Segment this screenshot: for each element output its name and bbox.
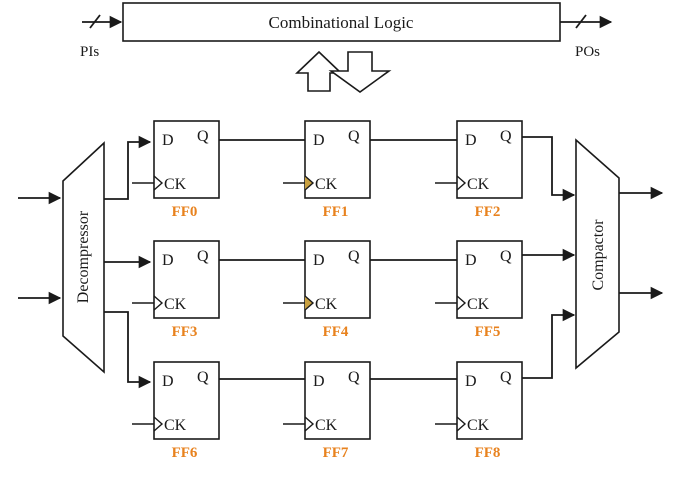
- ff6-label: FF6: [172, 445, 198, 461]
- ff0-box: [153, 120, 220, 199]
- ff8-label: FF8: [475, 445, 501, 461]
- compactor-block: Compactor: [575, 138, 620, 370]
- ff1-d-pin: D: [313, 132, 325, 149]
- pos-bus-slash: [575, 14, 587, 29]
- ff6-ck-pin: CK: [164, 417, 187, 434]
- ff5-q-pin: Q: [500, 248, 512, 265]
- ff5-ck-pin: CK: [467, 296, 490, 313]
- ff1-label: FF1: [323, 204, 349, 220]
- ff3-label: FF3: [172, 324, 198, 340]
- ff5-clock-triangle: [456, 295, 467, 311]
- ff7-label: FF7: [323, 445, 349, 461]
- decompressor-block: Decompressor: [62, 141, 105, 374]
- ff0-ck-pin: CK: [164, 176, 187, 193]
- ff8-d-pin: D: [465, 373, 477, 390]
- compactor-shape: [575, 138, 620, 370]
- ff4-d-pin: D: [313, 252, 325, 269]
- decompressor-label: Decompressor: [75, 210, 92, 303]
- ff6-d-pin: D: [162, 373, 174, 390]
- ff0-q-pin: Q: [197, 128, 209, 145]
- pos-label: POs: [575, 44, 600, 60]
- ff3-clock-triangle: [153, 295, 164, 311]
- ff7-box: [304, 361, 371, 440]
- ff8-q-pin: Q: [500, 369, 512, 386]
- primary-outputs-bus: POs: [560, 14, 613, 60]
- decompressor-to-ff6: [104, 311, 152, 389]
- decompressor-shape: [62, 141, 105, 374]
- decompressor-to-ff0: [104, 135, 152, 200]
- compactor-label: Compactor: [590, 219, 607, 291]
- ff4-label: FF4: [323, 324, 349, 340]
- ff3-q-pin: Q: [197, 248, 209, 265]
- ff8-to-compactor: [522, 308, 576, 379]
- pis-label: PIs: [80, 44, 99, 60]
- ff0-clock-triangle: [153, 175, 164, 191]
- ff7-clock-triangle: [304, 416, 315, 432]
- down-arrow: [328, 51, 392, 93]
- ff4-clock-triangle: [304, 295, 315, 311]
- ff1-ck-pin: CK: [315, 176, 338, 193]
- ff5-d-pin: D: [465, 252, 477, 269]
- ff4-q-pin: Q: [348, 248, 360, 265]
- ff1-box: [304, 120, 371, 199]
- ff7-d-pin: D: [313, 373, 325, 390]
- primary-inputs-bus: PIs: [80, 14, 123, 60]
- up-arrow: [295, 50, 343, 92]
- ff2-d-pin: D: [465, 132, 477, 149]
- ff3-box: [153, 240, 220, 319]
- ff2-ck-pin: CK: [467, 176, 490, 193]
- ff1-q-pin: Q: [348, 128, 360, 145]
- ff6-box: [153, 361, 220, 440]
- ff0-d-pin: D: [162, 132, 174, 149]
- ff2-clock-triangle: [456, 175, 467, 191]
- ff5-label: FF5: [475, 324, 501, 340]
- ff4-box: [304, 240, 371, 319]
- ff5-box: [456, 240, 523, 319]
- combinational-logic-block: Combinational Logic: [122, 2, 561, 42]
- ff2-to-compactor: [522, 136, 576, 202]
- ff0-label: FF0: [172, 204, 198, 220]
- pis-bus-slash: [89, 14, 101, 29]
- ff8-ck-pin: CK: [467, 417, 490, 434]
- combinational-logic-label: Combinational Logic: [269, 13, 414, 32]
- ff6-clock-triangle: [153, 416, 164, 432]
- ff6-q-pin: Q: [197, 369, 209, 386]
- ff3-ck-pin: CK: [164, 296, 187, 313]
- ff2-label: FF2: [475, 204, 501, 220]
- ff1-clock-triangle: [304, 175, 315, 191]
- combinational-logic-box: [122, 2, 561, 42]
- ff8-clock-triangle: [456, 416, 467, 432]
- ff2-q-pin: Q: [500, 128, 512, 145]
- ff2-box: [456, 120, 523, 199]
- ff7-q-pin: Q: [348, 369, 360, 386]
- ff4-ck-pin: CK: [315, 296, 338, 313]
- ff8-box: [456, 361, 523, 440]
- ff7-ck-pin: CK: [315, 417, 338, 434]
- ff3-d-pin: D: [162, 252, 174, 269]
